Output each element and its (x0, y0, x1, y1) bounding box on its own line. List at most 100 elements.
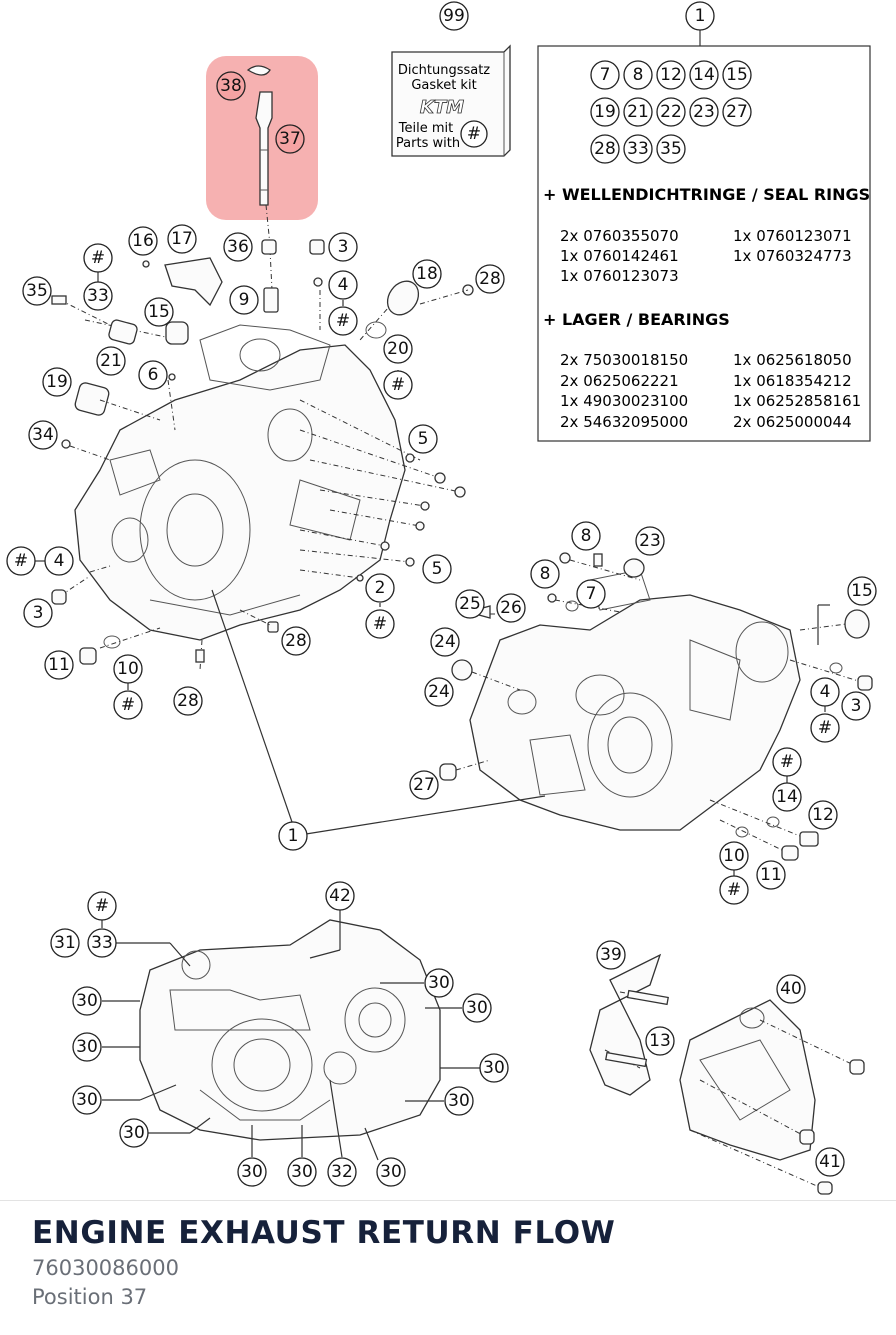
svg-text:2: 2 (375, 578, 386, 598)
callout-30-7[interactable]: 30 (376, 1157, 406, 1187)
svg-text:30: 30 (428, 973, 450, 993)
callout-8-b[interactable]: 8 (530, 559, 560, 589)
callout-25[interactable]: 25 (455, 589, 485, 619)
svg-text:30: 30 (241, 1162, 263, 1182)
sprocket-cover[interactable] (589, 953, 865, 1195)
callout-2[interactable]: 2 (365, 573, 395, 603)
callout-17[interactable]: 17 (167, 224, 197, 254)
callout-5-a[interactable]: 5 (408, 424, 438, 454)
crankcase-left-half[interactable] (74, 324, 406, 641)
callout-30-8[interactable]: 30 (424, 968, 454, 998)
callout-3-b[interactable]: 3 (23, 598, 53, 628)
part-37-return-tube[interactable] (255, 91, 273, 206)
svg-text:#: # (391, 375, 405, 395)
svg-text:14: 14 (693, 65, 715, 85)
svg-text:30: 30 (483, 1058, 505, 1078)
callout-42[interactable]: 42 (325, 881, 355, 911)
callout-33-b[interactable]: 33 (87, 928, 117, 958)
callout-7[interactable]: 7 (576, 579, 606, 609)
callout-41[interactable]: 41 (815, 1147, 845, 1177)
callout-19[interactable]: 19 (42, 367, 72, 397)
callout-15-a[interactable]: 15 (144, 297, 174, 327)
svg-text:37: 37 (279, 129, 301, 149)
part-38-hose-clip[interactable] (246, 65, 271, 76)
callout-26[interactable]: 26 (496, 593, 526, 623)
seal-right-2: 1x 0760324773 (733, 247, 852, 265)
callout-24-b[interactable]: 24 (424, 677, 454, 707)
callout-37[interactable]: 37 (275, 124, 305, 154)
bearing-right-4: 2x 0625000044 (733, 413, 852, 431)
callout-24-a[interactable]: 24 (430, 627, 460, 657)
callout-33-a[interactable]: 33 (83, 281, 113, 311)
callout-9[interactable]: 9 (229, 285, 259, 315)
svg-text:19: 19 (594, 102, 616, 122)
callout-28-a[interactable]: 28 (475, 264, 505, 294)
callout-30-1[interactable]: 30 (72, 986, 102, 1016)
svg-text:4: 4 (54, 551, 65, 571)
svg-text:6: 6 (148, 365, 159, 385)
callout-32[interactable]: 32 (327, 1157, 357, 1187)
callout-99[interactable]: 99 (439, 1, 469, 31)
crankcase-inner-view[interactable] (139, 919, 441, 1141)
callout-16[interactable]: 16 (128, 226, 158, 256)
callout-39[interactable]: 39 (596, 940, 626, 970)
callout-23[interactable]: 23 (635, 526, 665, 556)
callout-2-hash: # (365, 609, 395, 639)
svg-text:7: 7 (586, 584, 597, 604)
callout-28-b[interactable]: 28 (281, 626, 311, 656)
svg-text:5: 5 (418, 429, 429, 449)
callout-35[interactable]: 35 (22, 276, 52, 306)
callout-30-11[interactable]: 30 (444, 1086, 474, 1116)
callout-4-a[interactable]: 4 (328, 270, 358, 300)
callout-10-a[interactable]: 10 (113, 654, 143, 684)
callout-4-c[interactable]: 4 (810, 677, 840, 707)
callout-30-4[interactable]: 30 (119, 1118, 149, 1148)
svg-text:15: 15 (148, 302, 170, 322)
callout-1-top[interactable]: 1 (685, 1, 715, 31)
callout-40[interactable]: 40 (776, 974, 806, 1004)
callout-21[interactable]: 21 (96, 346, 126, 376)
callout-13[interactable]: 13 (645, 1026, 675, 1056)
callout-28-c[interactable]: 28 (173, 686, 203, 716)
callout-34[interactable]: 34 (28, 420, 58, 450)
callout-10-b[interactable]: 10 (719, 841, 749, 871)
seal-left-3: 1x 0760123073 (560, 267, 679, 285)
callout-8-a[interactable]: 8 (571, 521, 601, 551)
callout-14-hash: # (772, 747, 802, 777)
callout-15-b[interactable]: 15 (847, 576, 877, 606)
svg-text:12: 12 (660, 65, 682, 85)
callout-31[interactable]: 31 (50, 928, 80, 958)
callout-11-b[interactable]: 11 (756, 860, 786, 890)
svg-text:11: 11 (760, 865, 782, 885)
svg-text:#: # (727, 880, 741, 900)
callout-30-10[interactable]: 30 (479, 1053, 509, 1083)
svg-text:18: 18 (416, 264, 438, 284)
callout-20[interactable]: 20 (383, 334, 413, 364)
callout-27[interactable]: 27 (409, 770, 439, 800)
callout-18[interactable]: 18 (412, 259, 442, 289)
callout-4-b[interactable]: 4 (44, 546, 74, 576)
callout-5-b[interactable]: 5 (422, 554, 452, 584)
left-half-fasteners (51, 239, 474, 671)
callout-11-a[interactable]: 11 (44, 650, 74, 680)
callout-30-9[interactable]: 30 (462, 993, 492, 1023)
svg-text:3: 3 (851, 696, 862, 716)
callout-30-6[interactable]: 30 (287, 1157, 317, 1187)
callout-3-a[interactable]: 3 (328, 232, 358, 262)
callout-33-b-hash: # (87, 891, 117, 921)
callout-30-5[interactable]: 30 (237, 1157, 267, 1187)
crankcase-right-half[interactable] (469, 569, 801, 831)
svg-text:#: # (818, 718, 832, 738)
callout-3-c[interactable]: 3 (841, 691, 871, 721)
callout-6[interactable]: 6 (138, 360, 168, 390)
callout-36[interactable]: 36 (223, 232, 253, 262)
svg-text:20: 20 (387, 339, 409, 359)
callout-4-c-hash: # (810, 713, 840, 743)
callout-1-bottom[interactable]: 1 (278, 821, 308, 851)
svg-text:30: 30 (76, 991, 98, 1011)
callout-30-3[interactable]: 30 (72, 1085, 102, 1115)
callout-30-2[interactable]: 30 (72, 1032, 102, 1062)
callout-38[interactable]: 38 (216, 71, 246, 101)
callout-12[interactable]: 12 (808, 800, 838, 830)
callout-14[interactable]: 14 (772, 782, 802, 812)
